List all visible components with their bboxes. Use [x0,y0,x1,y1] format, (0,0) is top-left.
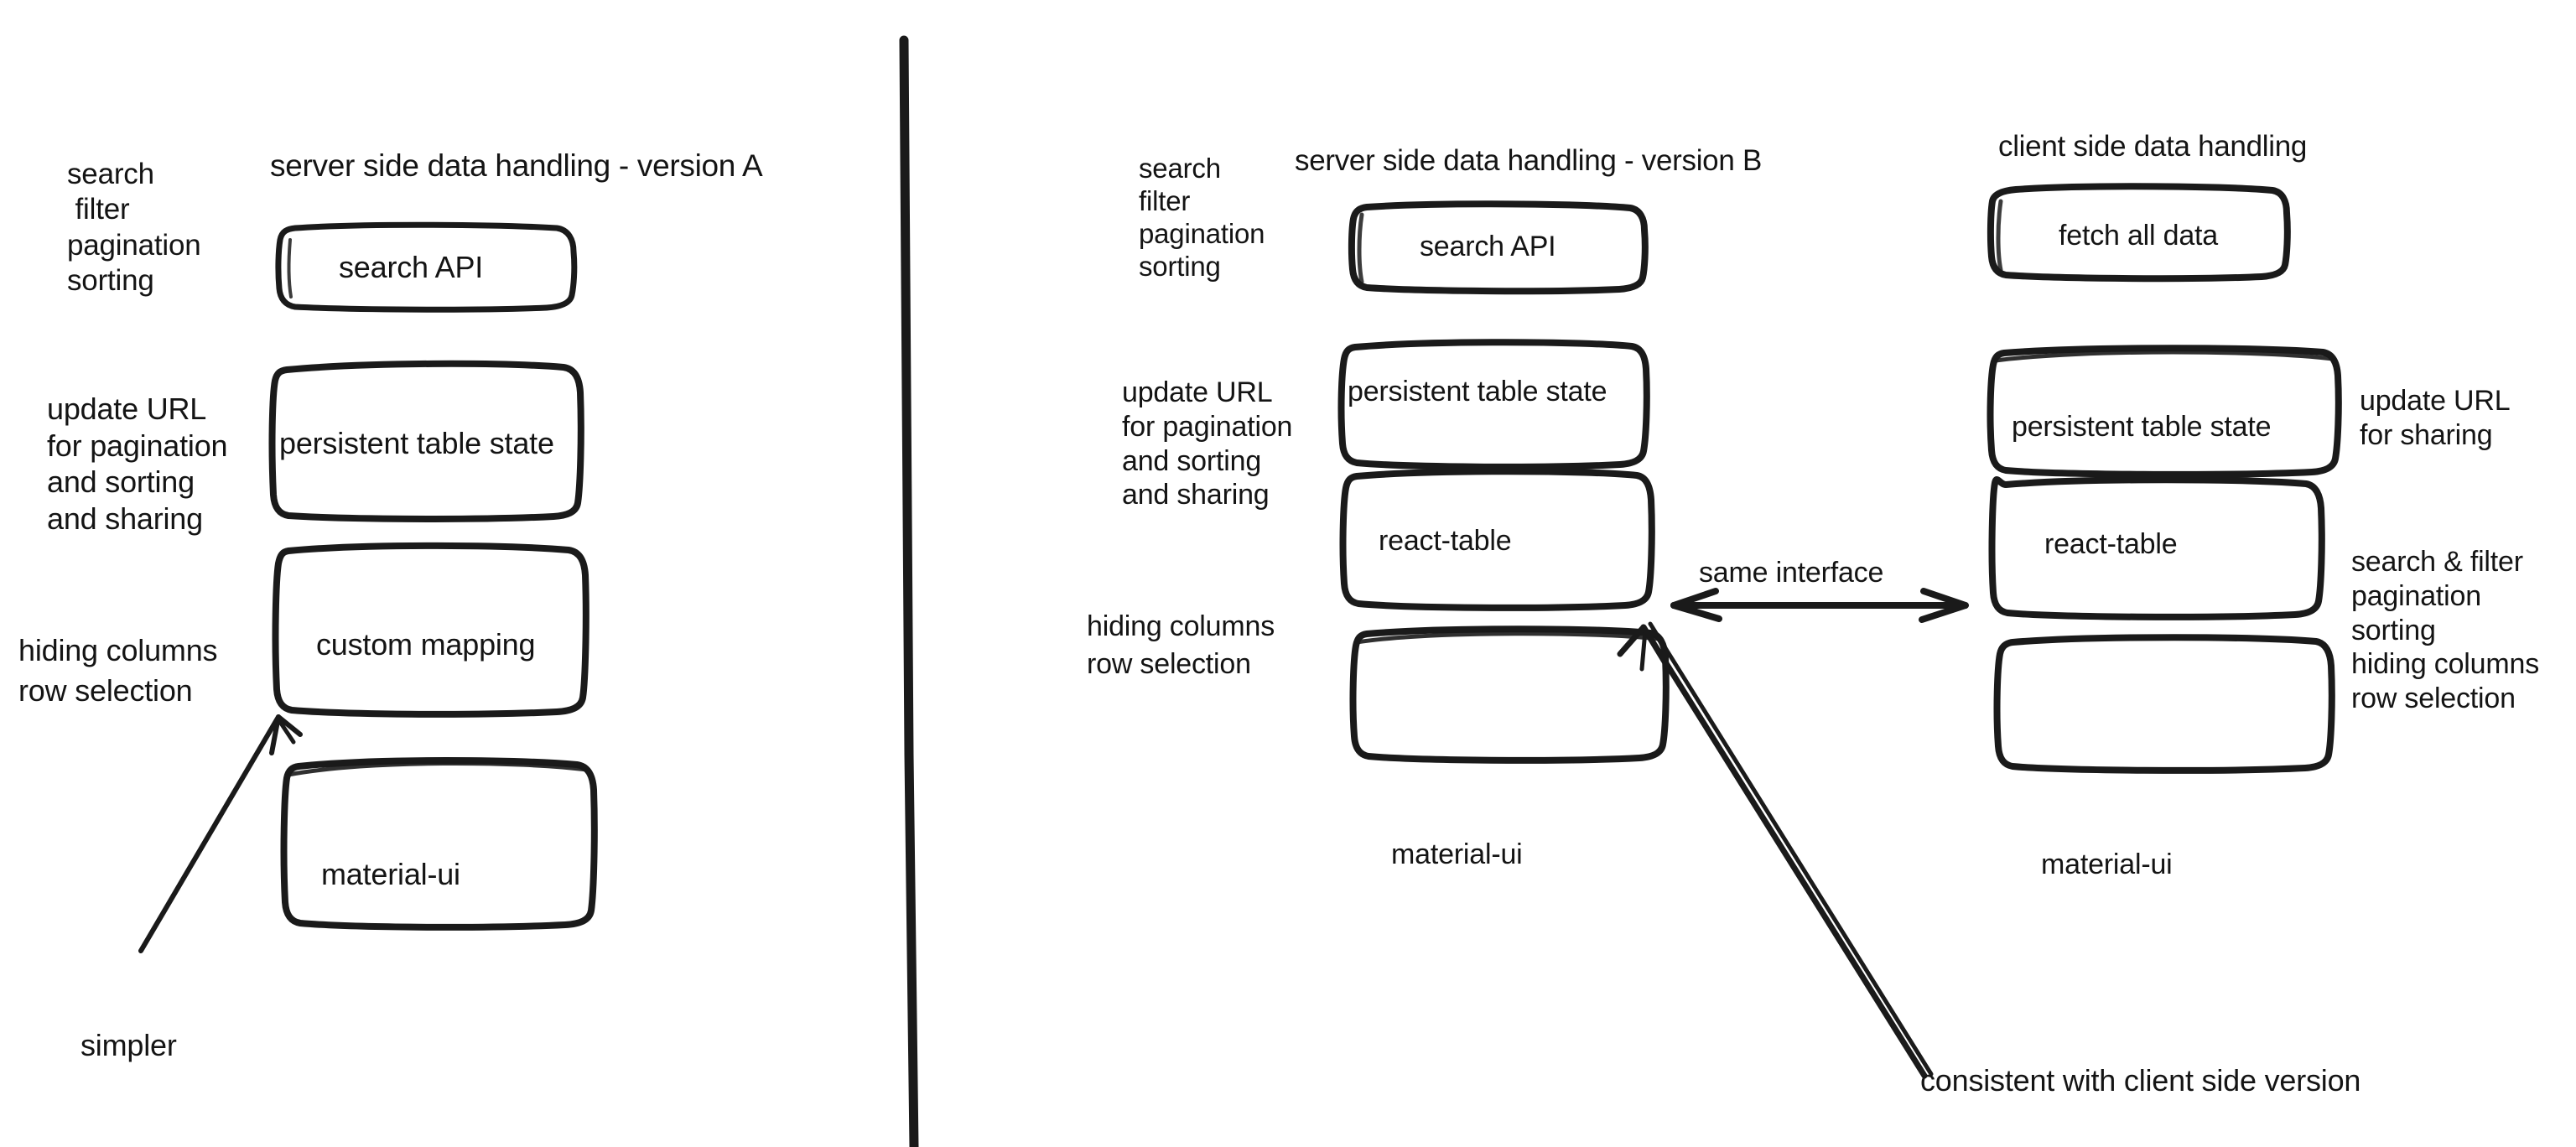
arrow-same-interface-head-left [1670,588,1722,622]
box-material-ui-a-overstroke [286,760,589,777]
arrow-simpler [138,714,281,953]
arrow-simpler-head [269,714,303,755]
box-label-material-ui-a: material-ui [321,857,460,891]
annotation-url-state-b: update URL for pagination and sorting an… [1122,376,1293,511]
panel-title-version-b: server side data handling - version B [1295,144,1762,177]
box-label-custom-mapping-a: custom mapping [316,627,536,662]
connector-label-consistency-note: consistent with client side version [1920,1063,2361,1098]
annotation-table-features-a: hiding columns row selection [18,633,218,708]
annotation-capabilities-a: search filter pagination sorting [67,158,201,298]
connector-label-same-interface: same interface [1699,557,1884,589]
panel-title-version-a: server side data handling - version A [270,148,763,183]
box-material-ui-c [1993,634,2335,774]
box-label-search-api-b: search API [1420,231,1556,262]
annotation-table-features-c: search & filter pagination sorting hidin… [2351,546,2539,715]
box-material-ui-b [1349,625,1670,764]
box-material-ui-a [280,757,598,931]
annotation-table-features-b: hiding columns row selection [1087,610,1275,681]
box-label-persistent-state-a: persistent table state [279,426,554,460]
box-search-api-b-overstroke [1357,212,1364,284]
box-persistent-state-c-overstroke [1993,350,2335,363]
box-label-react-table-c: react-table [2044,528,2178,560]
annotation-url-state-c: update URL for sharing [2360,385,2511,451]
box-label-search-api-a: search API [339,250,484,284]
arrow-consistency-head2 [1639,628,1648,672]
box-fetch-all-data-overstroke [1996,199,2003,272]
box-material-ui-b-overstroke [1354,631,1661,645]
box-label-material-ui-c: material-ui [2041,849,2173,880]
annotation-verdict-simpler: simpler [80,1028,177,1062]
arrow-consistency-head [1617,624,1670,669]
box-search-api-a-overstroke [287,238,293,298]
arrow-same-interface-head-right [1919,588,1969,623]
arrow-consistency [1640,624,1928,1079]
box-label-fetch-all-data: fetch all data [2059,220,2218,252]
box-label-persistent-state-c: persistent table state [2012,411,2272,443]
box-label-material-ui-b: material-ui [1391,838,1523,870]
box-label-react-table-b: react-table [1379,525,1512,557]
panel-divider [899,35,919,1147]
annotation-url-state-a: update URL for pagination and sorting an… [47,392,228,536]
annotation-capabilities-b: search filter pagination sorting [1139,153,1265,282]
arrow-simpler-head2 [276,717,296,745]
arrow-consistency-2 [1648,621,1934,1077]
panel-title-client-side: client side data handling [1998,130,2308,163]
box-label-persistent-state-b: persistent table state [1348,376,1607,407]
